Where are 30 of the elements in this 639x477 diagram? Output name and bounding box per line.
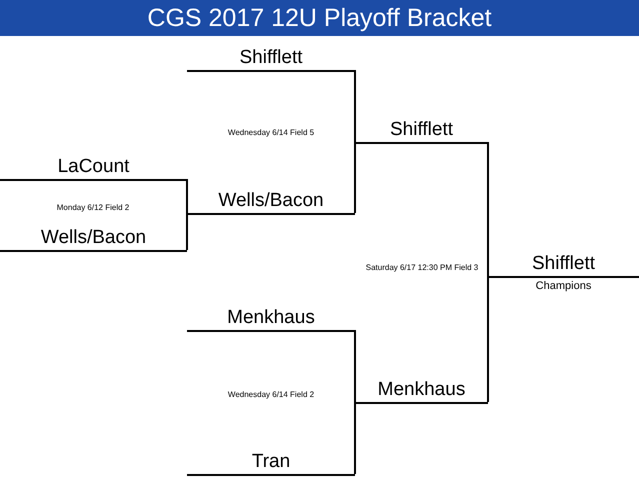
team-name: LaCount (58, 155, 130, 179)
team-name: Wells/Bacon (218, 189, 324, 213)
bracket-slot (187, 46, 355, 72)
bracket-line (186, 179, 188, 213)
bracket-slot (0, 226, 187, 252)
bracket-slot (355, 378, 488, 404)
team-name: Wells/Bacon (40, 226, 146, 250)
bracket-line (487, 276, 489, 402)
bracket-slot (187, 306, 355, 332)
bracket-line (354, 402, 356, 474)
game-info: Monday 6/12 Field 2 (56, 203, 130, 212)
bracket-line (354, 70, 356, 142)
bracket-slot (355, 118, 488, 144)
game-info: Saturday 6/17 12:30 PM Field 3 (366, 263, 478, 272)
game-info: Wednesday 6/14 Field 5 (228, 128, 314, 137)
bracket-slot (488, 252, 639, 278)
team-name: Tran (252, 450, 290, 474)
bracket-line (354, 330, 356, 402)
team-name: Shifflett (390, 118, 454, 142)
bracket-caption: Champions (536, 280, 592, 292)
team-name: Menkhaus (378, 378, 466, 402)
bracket-slot (187, 189, 355, 215)
bracket-line (487, 142, 489, 276)
bracket-line (186, 213, 188, 250)
team-name: Shifflett (532, 252, 596, 276)
game-info: Wednesday 6/14 Field 2 (228, 390, 314, 399)
title-banner: CGS 2017 12U Playoff Bracket (0, 0, 639, 36)
bracket-line (354, 142, 356, 213)
team-name: Menkhaus (227, 306, 315, 330)
team-name: Shifflett (239, 46, 303, 70)
